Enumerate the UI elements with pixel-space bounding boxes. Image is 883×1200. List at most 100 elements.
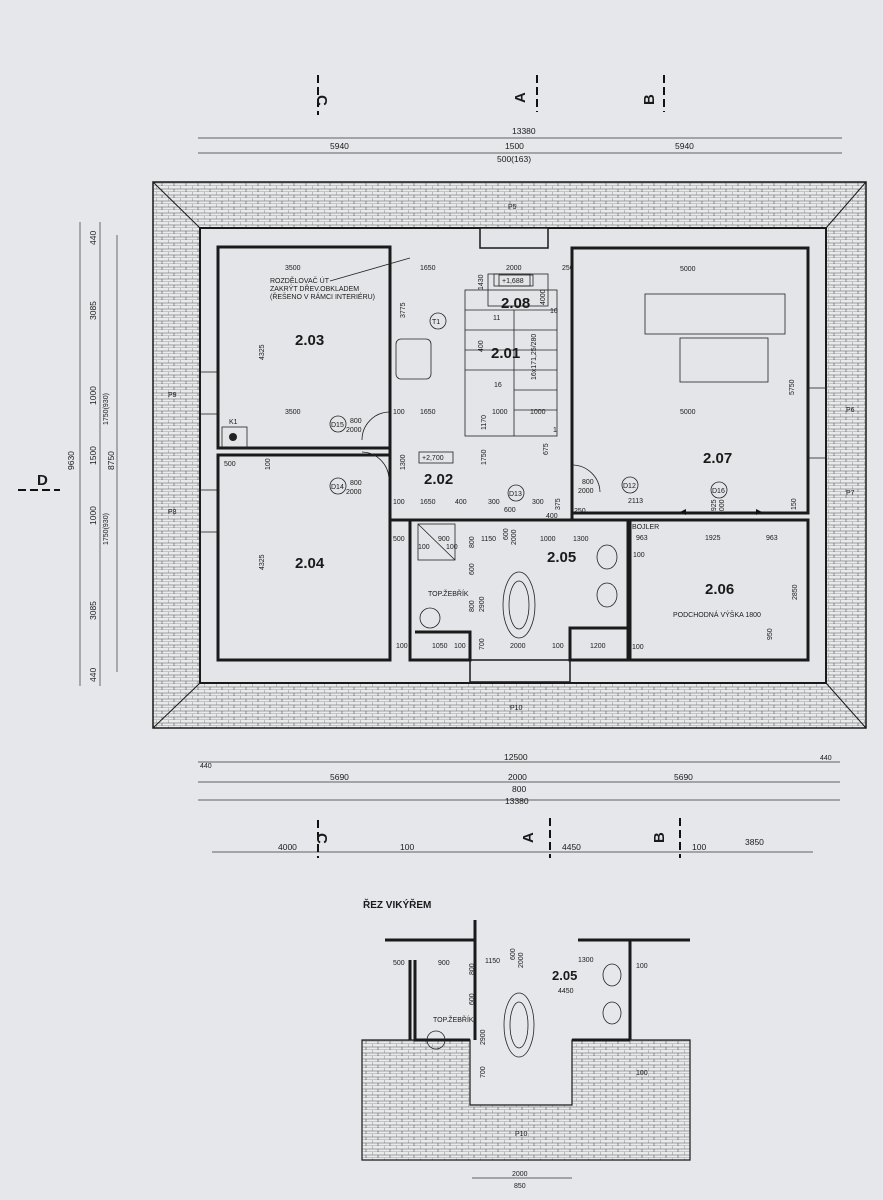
section-marker-b: B	[641, 75, 665, 112]
dimension-label: 5940	[330, 141, 349, 151]
dimension-label: BOJLER	[632, 524, 659, 531]
section-marker-d: D	[18, 472, 60, 491]
dimension-label: 400	[546, 513, 558, 520]
dimension-label: TOP.ŽEBŘÍK	[428, 589, 469, 598]
dimension-label: 500	[393, 960, 405, 967]
dimension-label: 2900	[480, 1029, 487, 1045]
dimension-label: 400	[478, 340, 485, 352]
dimension-label: 100	[418, 544, 430, 551]
dimension-label: +1,688	[502, 278, 524, 285]
dimension-label: B	[641, 94, 658, 105]
dimension-label: 2900	[479, 596, 486, 612]
room-2-06: 2.06	[705, 581, 734, 598]
dimension-label: 1050	[432, 643, 448, 650]
dimension-label: 250	[562, 265, 574, 272]
dimension-label: 2850	[792, 584, 799, 600]
dimension-label: 2000	[578, 488, 594, 495]
bottom-dimensions: 440 12500 440 5690 2000 5690 800 13380 4…	[198, 752, 840, 858]
dimension-label: 16x171,25/280	[531, 334, 538, 380]
dimension-label: 13380	[512, 126, 536, 136]
chimney-k1	[221, 426, 248, 449]
dimension-label: 1150	[485, 958, 500, 965]
dimension-label: 2000	[346, 489, 362, 496]
dimension-label: D14	[331, 484, 344, 491]
dimension-label: P7	[846, 490, 855, 497]
dimension-label: 13380	[505, 796, 529, 806]
dimension-label: 800	[469, 600, 476, 612]
dimension-label: 1650	[420, 499, 436, 506]
dimension-label: 440	[88, 231, 98, 245]
dimension-label: 2000	[510, 643, 526, 650]
interior-walls	[199, 245, 827, 662]
dimension-label: 1750(930)	[103, 513, 110, 545]
dimension-label: 9630	[66, 451, 76, 470]
shower	[417, 523, 456, 561]
dimension-label: 1000	[530, 409, 546, 416]
dimension-label: 500	[393, 536, 405, 543]
dimension-label: 2000	[518, 952, 525, 968]
dimension-label: 5690	[674, 772, 693, 782]
dimension-label: 800	[512, 784, 526, 794]
dimension-label: 700	[479, 638, 486, 650]
dimension-label: 700	[480, 1066, 487, 1078]
dimension-label: 11	[493, 315, 500, 322]
dimension-label: D13	[509, 491, 522, 498]
room-2-02: 2.02	[424, 471, 453, 488]
dimension-label: D16	[712, 488, 725, 495]
dimension-label: 800	[469, 536, 476, 548]
dimension-label: 16	[494, 382, 502, 389]
dimension-label: 600	[469, 563, 476, 575]
dimension-label: 5000	[680, 266, 696, 273]
dimension-label: 1925	[705, 535, 721, 542]
dimension-label: 4450	[558, 988, 574, 995]
dimension-label: 12500	[504, 752, 528, 762]
dimension-label: 1000	[492, 409, 508, 416]
dimension-label: 100	[265, 458, 272, 470]
dimension-label: 1200	[590, 643, 606, 650]
dimension-label: 250	[574, 508, 586, 515]
dimension-label: P9	[168, 392, 177, 399]
dimension-label: 8750	[106, 451, 116, 470]
bed	[679, 337, 769, 383]
dimension-label: 440	[200, 763, 212, 770]
dimension-label: 100	[636, 1070, 648, 1077]
room-2-04: 2.04	[295, 555, 325, 572]
dimension-label: P10	[515, 1131, 528, 1138]
section-title: ŘEZ VIKÝŘEM	[363, 898, 431, 911]
dimension-label: 3500	[285, 265, 301, 272]
dimension-label: 5940	[675, 141, 694, 151]
dimension-label: 1300	[573, 536, 589, 543]
dimension-label: 400	[455, 499, 467, 506]
room-2-07: 2.07	[703, 450, 732, 467]
dimension-label: 3085	[88, 601, 98, 620]
dimension-label: 100	[692, 842, 706, 852]
dimension-label: 150	[791, 498, 798, 510]
dimension-label: 2.05	[552, 968, 577, 983]
dimension-label: 800	[350, 480, 362, 487]
notes: ROZDĚLOVAČ ÚT ZAKRÝT DŘEV.OBKLADEM (ŘEŠE…	[229, 257, 761, 619]
dimension-label: 800	[469, 963, 476, 975]
bathtub	[502, 571, 536, 639]
dimension-label: 1000	[88, 506, 98, 525]
dimension-label: 3775	[400, 302, 407, 318]
dimension-label: 100	[393, 409, 405, 416]
dimension-label: TOP.ŽEBŘÍK	[433, 1015, 474, 1024]
dimension-label: 5750	[789, 379, 796, 395]
dimension-label: ROZDĚLOVAČ ÚT	[270, 276, 330, 285]
dimension-label: D12	[623, 483, 636, 490]
dimension-label: 5690	[330, 772, 349, 782]
dimension-label: 5000	[680, 409, 696, 416]
dimension-label: 4325	[259, 344, 266, 360]
dimension-label: 963	[636, 535, 648, 542]
dimension-label: 1170	[481, 415, 488, 430]
dimension-label: 2113	[628, 498, 643, 505]
dimension-label: 300	[488, 499, 500, 506]
dimension-label: 600	[510, 948, 517, 960]
furniture	[395, 293, 786, 639]
dimension-label: 1000	[88, 386, 98, 405]
dimension-label: C	[313, 833, 330, 844]
dimension-label: K1	[229, 419, 238, 426]
room-2-05: 2.05	[547, 549, 576, 566]
dimension-label: 440	[820, 755, 832, 762]
